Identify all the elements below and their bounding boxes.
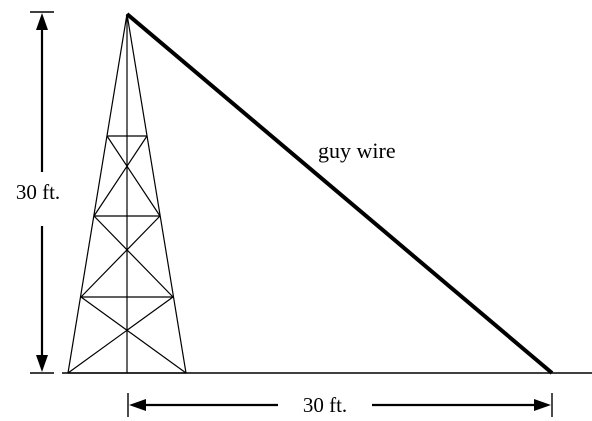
tower-brace	[80, 296, 187, 374]
tower-right-leg	[126, 13, 187, 374]
guy-wire-label: guy wire	[318, 138, 396, 163]
arrow-down-icon	[36, 355, 48, 372]
arrow-right-icon	[534, 399, 551, 411]
tower-brace	[80, 215, 161, 298]
height-label: 30 ft.	[16, 180, 60, 204]
base-dimension	[127, 393, 553, 417]
tower-brace	[106, 135, 161, 217]
tower	[67, 13, 187, 374]
height-dimension	[30, 11, 54, 374]
tower-brace	[67, 296, 174, 374]
tower-brace	[93, 135, 148, 217]
tower-left-leg	[67, 13, 128, 374]
guy-wire	[125, 12, 554, 375]
tower-brace	[93, 215, 174, 298]
base-label: 30 ft.	[303, 393, 347, 417]
arrow-up-icon	[36, 13, 48, 30]
arrow-left-icon	[129, 399, 146, 411]
